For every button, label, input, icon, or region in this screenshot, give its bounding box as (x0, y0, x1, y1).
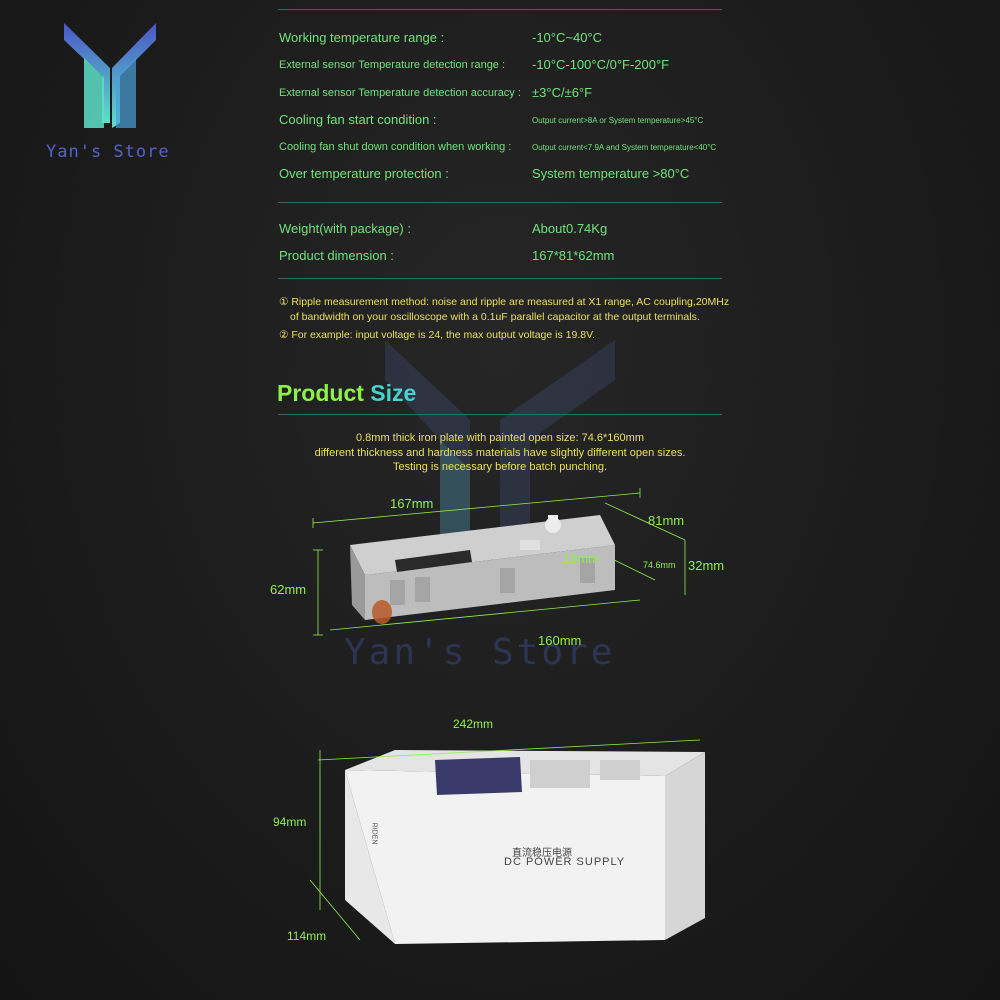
logo-y-icon (64, 23, 156, 128)
spec-value: Output current>8A or System temperature>… (532, 116, 704, 125)
title-word-product: Product (277, 380, 364, 406)
watermark-store-name: Yan's Store (344, 632, 616, 673)
dim-cutout-width: 74.6mm (643, 560, 676, 570)
note-ripple-line2: of bandwidth on your oscilloscope with a… (290, 311, 700, 323)
spec-label: Over temperature protection : (279, 166, 449, 181)
spec-label: External sensor Temperature detection ra… (279, 59, 506, 71)
box-dim-height: 94mm (273, 815, 307, 829)
spec-label: Cooling fan start condition : (279, 112, 437, 127)
box-dim-length: 242mm (453, 717, 494, 731)
divider (278, 414, 722, 415)
product-size-title: Product Size (277, 380, 416, 407)
spec-label: Weight(with package) : (279, 221, 411, 236)
spec-value: Output current<7.9A and System temperatu… (532, 143, 717, 152)
spec-value: 167*81*62mm (532, 248, 615, 263)
dim-height: 62mm (270, 582, 307, 597)
dim-length: 167mm (390, 496, 434, 511)
spec-label: Cooling fan shut down condition when wor… (279, 141, 512, 153)
divider (278, 9, 722, 10)
spec-value: About0.74Kg (532, 221, 608, 236)
box-label-english: DC POWER SUPPLY (504, 856, 626, 868)
spec-value: ±3°C/±6°F (532, 85, 593, 100)
box-label-chinese: 直流稳压电源 (512, 848, 572, 859)
divider (278, 278, 722, 279)
spec-value: -10°C-100°C/0°F-200°F (532, 57, 670, 72)
store-name-logo-text: Yan's Store (46, 142, 170, 162)
size-description-line3: Testing is necessary before batch punchi… (392, 461, 608, 473)
dim-panel-height: 32mm (688, 558, 725, 573)
spec-value: -10°C~40°C (532, 30, 603, 45)
spec-label: Product dimension : (279, 248, 394, 263)
dim-depth: 16mm (563, 551, 600, 566)
box-dim-width: 114mm (287, 929, 327, 943)
dim-cutout-length: 160mm (538, 633, 582, 648)
store-logo (40, 18, 190, 168)
note-voltage-example: ② For example: input voltage is 24, the … (279, 329, 596, 341)
spec-label: External sensor Temperature detection ac… (279, 87, 521, 99)
title-word-size: Size (370, 380, 417, 406)
size-description-line2: different thickness and hardness materia… (314, 447, 686, 459)
dim-width: 81mm (648, 513, 685, 528)
spec-label: Working temperature range : (279, 30, 445, 45)
spec-value: System temperature >80°C (532, 166, 690, 181)
size-description-line1: 0.8mm thick iron plate with painted open… (356, 432, 644, 444)
note-ripple-line1: ① Ripple measurement method: noise and r… (279, 296, 730, 308)
box-brand-side: RIDEN (370, 822, 378, 845)
divider (278, 202, 722, 203)
